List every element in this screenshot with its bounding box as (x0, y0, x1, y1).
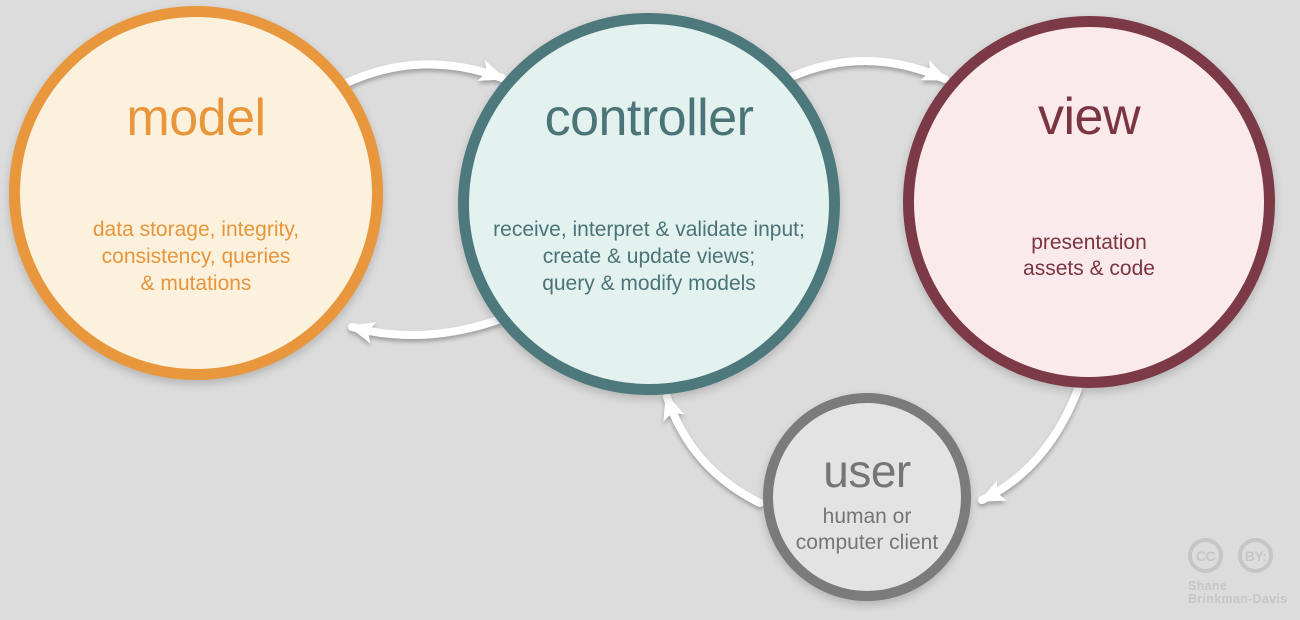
node-view: view presentation assets & code (903, 16, 1275, 388)
node-controller: controller receive, interpret & validate… (458, 13, 840, 395)
cc-icon: CC (1188, 538, 1223, 573)
cc-by-icon: BY: (1238, 538, 1273, 573)
view-description: presentation assets & code (1023, 231, 1155, 280)
arrow-user-to-controller (663, 393, 764, 507)
user-title: user (823, 445, 911, 497)
node-model: model data storage, integrity, consisten… (9, 6, 383, 380)
view-title: view (1037, 88, 1141, 146)
author-name: Shane Brinkman-Davis (1188, 579, 1288, 606)
model-description: data storage, integrity, consistency, qu… (92, 218, 300, 295)
user-description: human or computer client (795, 505, 939, 554)
arrow-controller-to-model (348, 316, 502, 344)
arrow-view-to-user (978, 385, 1082, 504)
arrow-model-to-controller (340, 60, 506, 88)
controller-description: receive, interpret & validate input; cre… (493, 218, 805, 295)
controller-title: controller (544, 89, 754, 147)
license-badges: CC BY: (1188, 538, 1292, 573)
node-user: user human or computer client (763, 393, 971, 601)
license-attribution: CC BY: Shane Brinkman-Davis (1188, 538, 1292, 605)
arrow-controller-to-view (787, 57, 949, 83)
model-title: model (126, 89, 266, 147)
